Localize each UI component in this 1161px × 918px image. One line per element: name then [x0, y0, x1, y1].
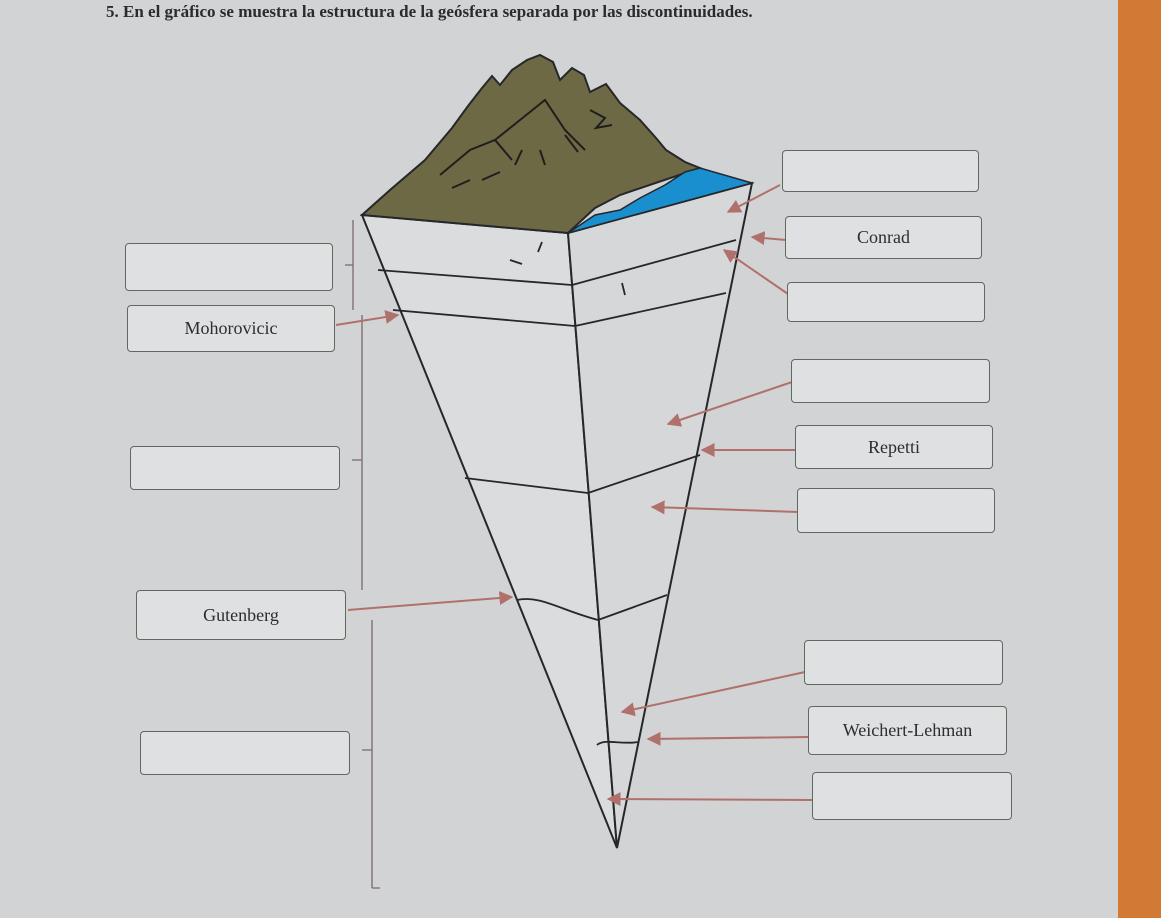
blank-box-right-3[interactable]	[791, 359, 990, 403]
blank-box-right-2[interactable]	[787, 282, 985, 322]
ocean	[567, 167, 755, 234]
blank-box-right-4[interactable]	[797, 488, 995, 533]
label-mohorovicic: Mohorovicic	[127, 305, 335, 352]
blank-box-right-5[interactable]	[804, 640, 1003, 685]
left-brackets	[345, 220, 380, 889]
blank-box-left-1[interactable]	[125, 243, 333, 291]
layer-lines	[377, 239, 737, 746]
blank-box-left-2[interactable]	[130, 446, 340, 490]
question-heading: 5. En el gráfico se muestra la estructur…	[106, 2, 753, 21]
label-repetti: Repetti	[795, 425, 993, 469]
mountain-ridges	[439, 98, 613, 189]
pointer-lines	[335, 184, 813, 807]
blank-box-right-1[interactable]	[782, 150, 979, 192]
label-gutenberg: Gutenberg	[136, 590, 346, 640]
blank-box-right-6[interactable]	[812, 772, 1012, 820]
continent-land	[359, 53, 703, 235]
blank-box-left-3[interactable]	[140, 731, 350, 775]
notebook-edge	[1118, 0, 1161, 918]
label-weichert-lehman: Weichert-Lehman	[808, 706, 1007, 755]
label-conrad: Conrad	[785, 216, 982, 259]
